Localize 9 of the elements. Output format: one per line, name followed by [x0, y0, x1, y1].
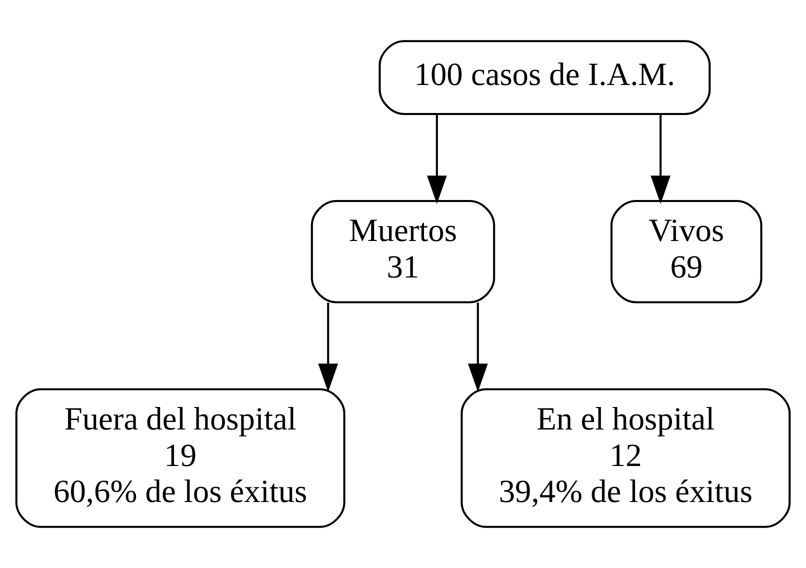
node-box: Fuera del hospital 19 60,6% de los éxitus — [15, 388, 346, 528]
arrow — [468, 302, 488, 392]
node-box: Vivos 69 — [610, 200, 762, 304]
arrow — [650, 114, 670, 204]
node-box: Muertos 31 — [310, 200, 496, 304]
node-box: 100 casos de I.A.M. — [378, 40, 711, 115]
arrow — [426, 114, 447, 204]
node-box: En el hospital 12 39,4% de los éxitus — [460, 388, 791, 528]
arrow — [318, 302, 338, 392]
